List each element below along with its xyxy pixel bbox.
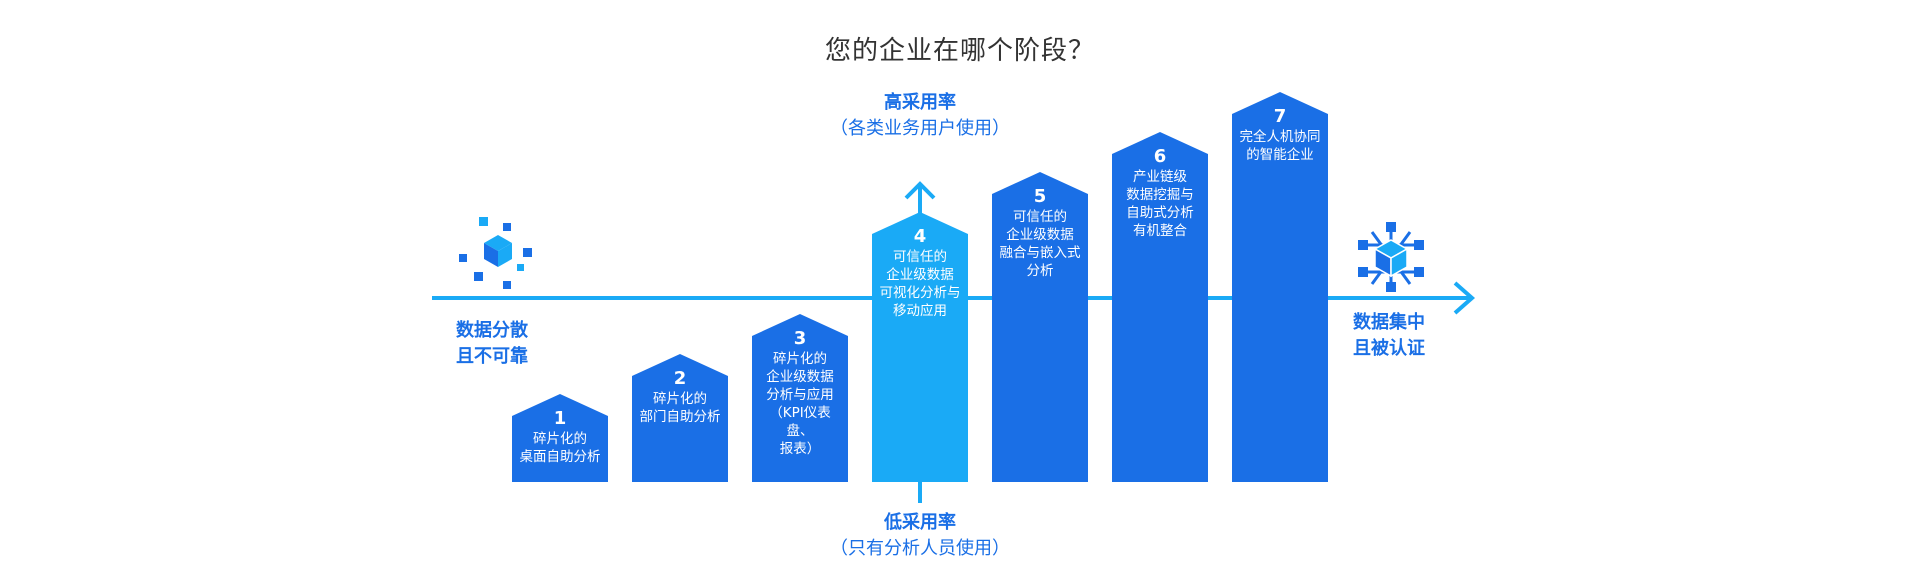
high-adoption-title: 高采用率 xyxy=(884,92,956,113)
stage-description: 碎片化的 桌面自助分析 xyxy=(519,431,601,465)
stage-description: 可信任的 企业级数据 可视化分析与 移动应用 xyxy=(879,249,961,319)
right-label-line-2: 且被认证 xyxy=(1353,338,1425,359)
stage-5: 5 可信任的 企业级数据 融合与嵌入式 分析 xyxy=(992,172,1088,482)
high-adoption-subtitle: （各类业务用户使用） xyxy=(830,118,1010,139)
stage-number: 5 xyxy=(1033,186,1047,207)
right-label-line-1: 数据集中 xyxy=(1353,312,1425,333)
stage-2: 2 碎片化的 部门自助分析 xyxy=(632,354,728,482)
scattered-cube-icon xyxy=(459,217,532,289)
left-label: 数据分散 且不可靠 xyxy=(456,318,528,370)
stage-description: 碎片化的 企业级数据 分析与应用 （KPI仪表盘、 报表） xyxy=(766,351,834,457)
stage-3: 3 碎片化的 企业级数据 分析与应用 （KPI仪表盘、 报表） xyxy=(752,314,848,482)
left-label-line-1: 数据分散 xyxy=(456,320,528,341)
stage-4: 4 可信任的 企业级数据 可视化分析与 移动应用 xyxy=(872,212,968,482)
left-label-line-2: 且不可靠 xyxy=(456,346,528,367)
stage-number: 6 xyxy=(1153,146,1167,167)
stage-number: 7 xyxy=(1273,106,1287,127)
stage-description: 产业链级 数据挖掘与 自助式分析 有机整合 xyxy=(1126,169,1194,239)
stage-7: 7 完全人机协同 的智能企业 xyxy=(1232,92,1328,482)
stage-number: 1 xyxy=(553,408,567,429)
stage-description: 完全人机协同 的智能企业 xyxy=(1239,129,1321,163)
stage-number: 3 xyxy=(793,328,807,349)
stage-6: 6 产业链级 数据挖掘与 自助式分析 有机整合 xyxy=(1112,132,1208,482)
axis-arrow-up-icon xyxy=(904,181,936,200)
stage-number: 4 xyxy=(913,226,927,247)
low-adoption-subtitle: （只有分析人员使用） xyxy=(830,538,1010,559)
right-label: 数据集中 且被认证 xyxy=(1353,310,1425,362)
stage-description: 可信任的 企业级数据 融合与嵌入式 分析 xyxy=(999,209,1081,279)
low-adoption-label: 低采用率 （只有分析人员使用） xyxy=(790,510,1050,562)
page-title: 您的企业在哪个阶段？ xyxy=(824,36,1095,66)
high-adoption-label: 高采用率 （各类业务用户使用） xyxy=(790,90,1050,142)
low-adoption-title: 低采用率 xyxy=(884,512,956,533)
connected-cube-icon xyxy=(1358,222,1424,292)
stage-number: 2 xyxy=(673,368,687,389)
axis-arrow-right-icon xyxy=(1453,281,1476,315)
stage-description: 碎片化的 部门自助分析 xyxy=(639,391,721,425)
